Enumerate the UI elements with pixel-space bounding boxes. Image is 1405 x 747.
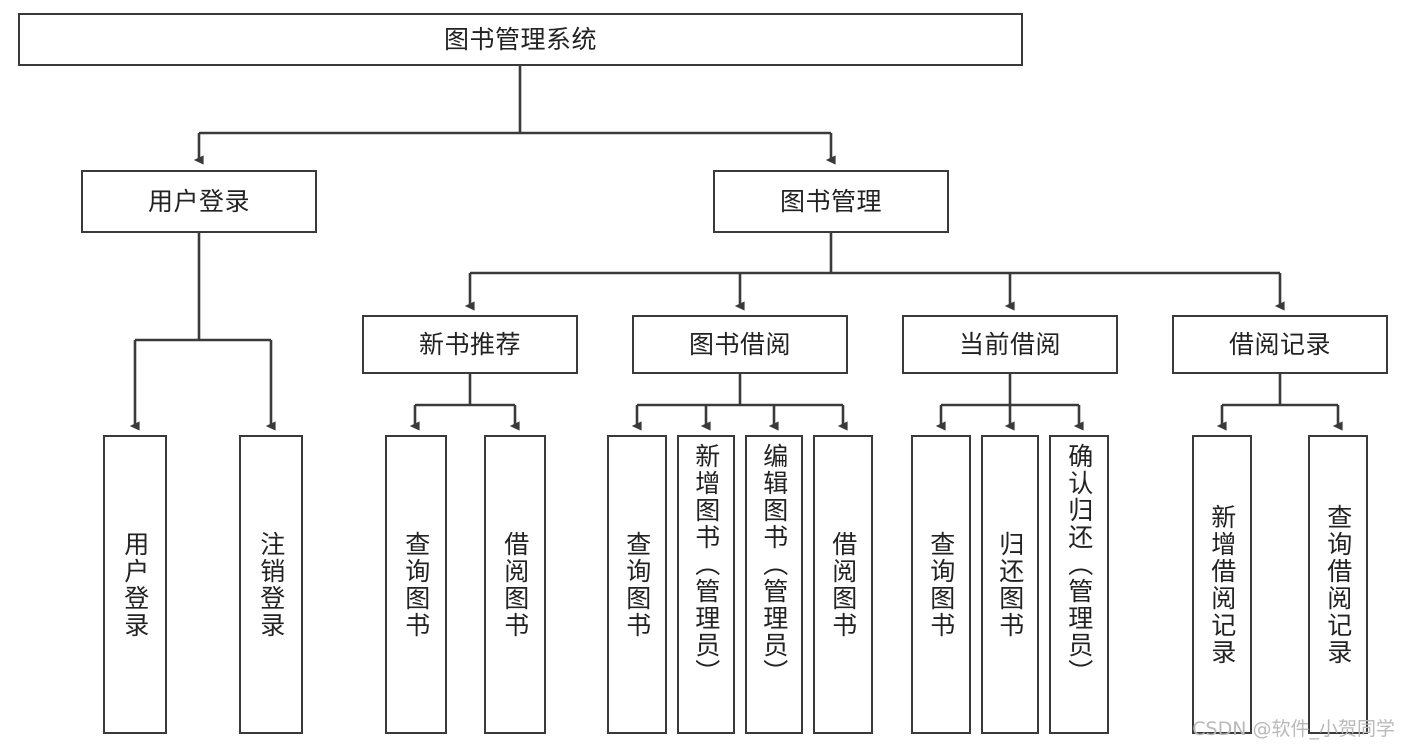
- node-label: 借阅图书: [828, 530, 858, 639]
- node-label: 借阅图书: [500, 530, 530, 639]
- node-book-borrow[interactable]: 图书借阅: [632, 315, 848, 374]
- node-label: 新增借阅记录: [1207, 503, 1237, 666]
- node-label: 归还图书: [995, 530, 1025, 639]
- leaf-edit-book-admin[interactable]: 编辑图书（管理员）: [745, 435, 803, 734]
- node-label: 注销登录: [256, 530, 286, 639]
- leaf-borrow-book-borrow[interactable]: 借阅图书: [813, 435, 873, 734]
- node-label: 当前借阅: [958, 329, 1061, 359]
- node-label: 新增图书（管理员）: [691, 443, 721, 686]
- node-label: 查询图书: [926, 530, 956, 639]
- leaf-query-book-new[interactable]: 查询图书: [385, 435, 447, 734]
- leaf-confirm-return-admin[interactable]: 确认归还（管理员）: [1049, 435, 1109, 734]
- node-label: 编辑图书（管理员）: [759, 443, 789, 686]
- node-book-manage[interactable]: 图书管理: [713, 170, 949, 233]
- node-label: 新书推荐: [418, 329, 521, 359]
- node-borrow-record[interactable]: 借阅记录: [1172, 315, 1388, 374]
- node-label: 查询图书: [401, 530, 431, 639]
- node-current-borrow[interactable]: 当前借阅: [902, 315, 1118, 374]
- leaf-return-book[interactable]: 归还图书: [981, 435, 1039, 734]
- leaf-add-borrow-record[interactable]: 新增借阅记录: [1192, 435, 1252, 734]
- node-label: 用户登录: [120, 530, 150, 639]
- leaf-user-logout[interactable]: 注销登录: [239, 435, 303, 734]
- leaf-query-borrow-record[interactable]: 查询借阅记录: [1308, 435, 1368, 734]
- node-new-book-recommend[interactable]: 新书推荐: [362, 315, 578, 374]
- leaf-add-book-admin[interactable]: 新增图书（管理员）: [677, 435, 735, 734]
- node-label: 查询借阅记录: [1323, 503, 1353, 666]
- node-label: 图书管理系统: [443, 24, 597, 54]
- node-root-system[interactable]: 图书管理系统: [18, 13, 1023, 66]
- node-label: 借阅记录: [1228, 329, 1331, 359]
- node-label: 用户登录: [147, 186, 250, 216]
- csdn-watermark: CSDN @软件_小贺同学: [1192, 718, 1395, 740]
- leaf-user-login[interactable]: 用户登录: [103, 435, 167, 734]
- leaf-borrow-book-new[interactable]: 借阅图书: [484, 435, 546, 734]
- leaf-query-book-borrow[interactable]: 查询图书: [607, 435, 667, 734]
- node-label: 图书借阅: [688, 329, 791, 359]
- leaf-query-book-current[interactable]: 查询图书: [911, 435, 971, 734]
- node-user-login[interactable]: 用户登录: [81, 170, 317, 233]
- node-label: 查询图书: [622, 530, 652, 639]
- node-label: 确认归还（管理员）: [1064, 443, 1094, 686]
- node-label: 图书管理: [779, 186, 882, 216]
